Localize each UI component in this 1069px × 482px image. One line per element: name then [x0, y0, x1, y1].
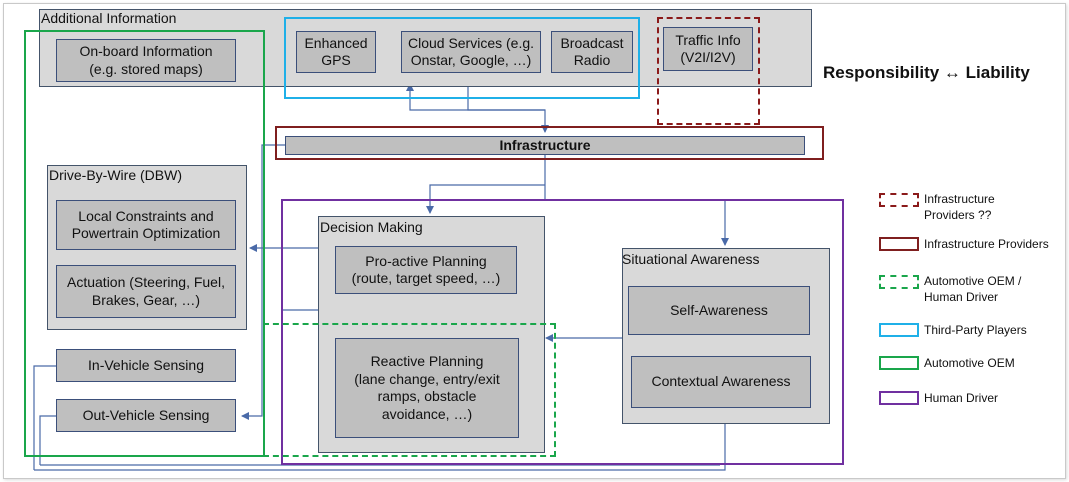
arrow-infrastructure-to-sensing	[241, 144, 285, 420]
local-constraints-box[interactable]: Local Constraints and Powertrain Optimiz…	[56, 200, 236, 250]
arrow-to-decision-making	[426, 184, 545, 214]
legend-swatch-infrastructure	[879, 237, 919, 251]
legend-swatch-infrastructure-tentative	[879, 193, 919, 207]
traffic-info-box[interactable]: Traffic Info (V2I/I2V)	[663, 27, 753, 71]
wire-in-vehicle-sensing	[33, 365, 56, 470]
additional-information-title: Additional Information	[41, 10, 177, 26]
legend-label-automotive-oem: Automotive OEM	[924, 356, 1015, 370]
contextual-awareness-box[interactable]: Contextual Awareness	[631, 356, 811, 408]
arrow-cloud-to-infrastructure	[467, 80, 549, 133]
legend-label-infrastructure-tentative: Infrastructure Providers ??	[924, 192, 995, 222]
legend-swatch-human-driver	[879, 391, 919, 405]
drive-by-wire-title: Drive-By-Wire (DBW)	[49, 167, 182, 183]
legend-swatch-third-party	[879, 323, 919, 337]
out-vehicle-sensing-box[interactable]: Out-Vehicle Sensing	[56, 399, 236, 432]
legend-swatch-oem-or-driver	[879, 275, 919, 289]
wire-out-vehicle-sensing	[39, 415, 56, 465]
cloud-services-box[interactable]: Cloud Services (e.g. Onstar, Google, …)	[401, 31, 541, 73]
arrow-infrastructure-to-cloud	[406, 83, 545, 111]
legend-label-oem-or-driver: Automotive OEM / Human Driver	[924, 274, 1022, 304]
legend-swatch-automotive-oem	[879, 356, 919, 370]
legend-label-infrastructure: Infrastructure Providers	[924, 237, 1049, 251]
reactive-planning-box[interactable]: Reactive Planning (lane change, entry/ex…	[335, 338, 519, 438]
arrow-to-situational-awareness	[545, 199, 729, 246]
self-awareness-box[interactable]: Self-Awareness	[628, 286, 810, 335]
legend-label-third-party: Third-Party Players	[924, 323, 1027, 337]
onboard-information-box[interactable]: On-board Information (e.g. stored maps)	[56, 39, 236, 82]
decision-making-title: Decision Making	[320, 219, 423, 235]
situational-awareness-title: Situational Awareness	[622, 251, 760, 267]
infrastructure-bar[interactable]: Infrastructure	[285, 136, 805, 155]
proactive-planning-box[interactable]: Pro-active Planning (route, target speed…	[335, 246, 517, 294]
broadcast-radio-box[interactable]: Broadcast Radio	[551, 31, 633, 73]
legend-label-human-driver: Human Driver	[924, 391, 999, 405]
responsibility-liability-headline: Responsibility ↔ Liability	[823, 63, 1030, 82]
enhanced-gps-box[interactable]: Enhanced GPS	[296, 31, 376, 73]
in-vehicle-sensing-box[interactable]: In-Vehicle Sensing	[56, 349, 236, 382]
actuation-box[interactable]: Actuation (Steering, Fuel, Brakes, Gear,…	[56, 265, 236, 318]
